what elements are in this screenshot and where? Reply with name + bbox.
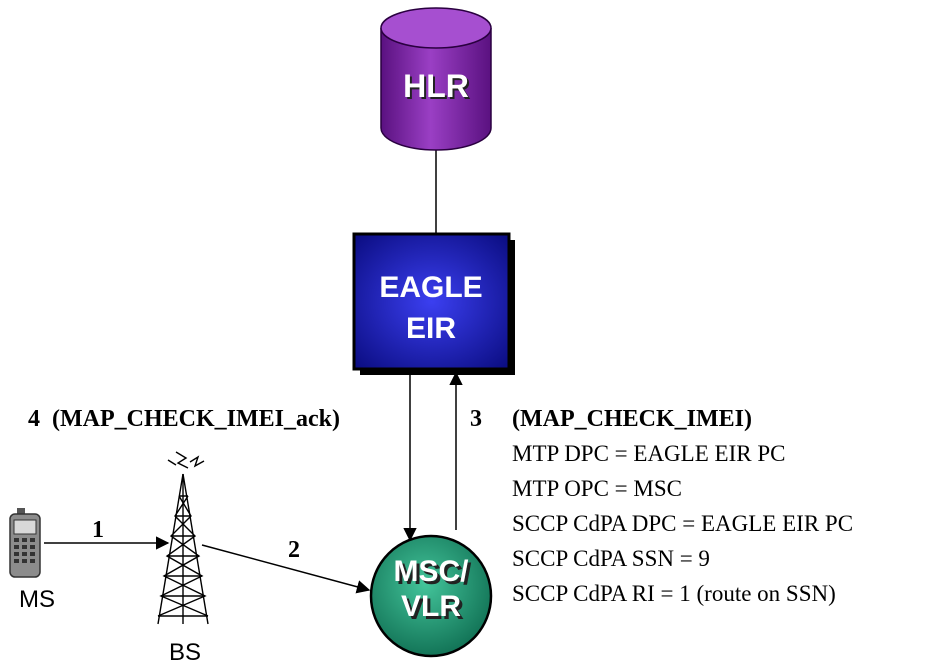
- param-line: SCCP CdPA DPC = EAGLE EIR PC: [512, 511, 853, 536]
- param-line: SCCP CdPA RI = 1 (route on SSN): [512, 581, 836, 606]
- param-line: SCCP CdPA SSN = 9: [512, 546, 710, 571]
- msc-vlr-node: MSC/ MSC/ VLR VLR: [369, 534, 493, 658]
- msc-label-line2: VLR: [401, 590, 461, 623]
- mobile-phone-icon: [9, 508, 41, 578]
- msc-label-line2-shadow: VLR: [404, 593, 464, 626]
- msc-label-line1-shadow: MSC/: [397, 558, 473, 591]
- eagle-eir-box: EAGLE EIR: [352, 232, 515, 375]
- step-2-label: 2: [288, 537, 300, 563]
- hlr-label-face: HLR: [403, 68, 469, 104]
- param-line: MTP DPC = EAGLE EIR PC: [512, 441, 785, 466]
- step-3-message: (MAP_CHECK_IMEI): [512, 406, 752, 432]
- step-1-label: 1: [92, 517, 104, 543]
- hlr-database: HLR HLR: [380, 7, 492, 151]
- bs-label: BS: [169, 639, 201, 664]
- arrow-bs-to-msc: [201, 544, 371, 594]
- eir-label-line1: EAGLE: [379, 271, 482, 304]
- base-station-tower-icon: [157, 451, 209, 625]
- eir-label-line2: EIR: [406, 312, 456, 345]
- step-3-number: 3: [470, 406, 482, 432]
- hlr-label: HLR: [405, 70, 471, 106]
- step-4-label: 4 (MAP_CHECK_IMEI_ack): [28, 406, 340, 432]
- ms-label: MS: [19, 586, 55, 613]
- routing-parameters: MTP DPC = EAGLE EIR PC MTP OPC = MSC SCC…: [512, 441, 853, 606]
- param-line: MTP OPC = MSC: [512, 476, 682, 501]
- msc-label-line1: MSC/: [394, 555, 470, 588]
